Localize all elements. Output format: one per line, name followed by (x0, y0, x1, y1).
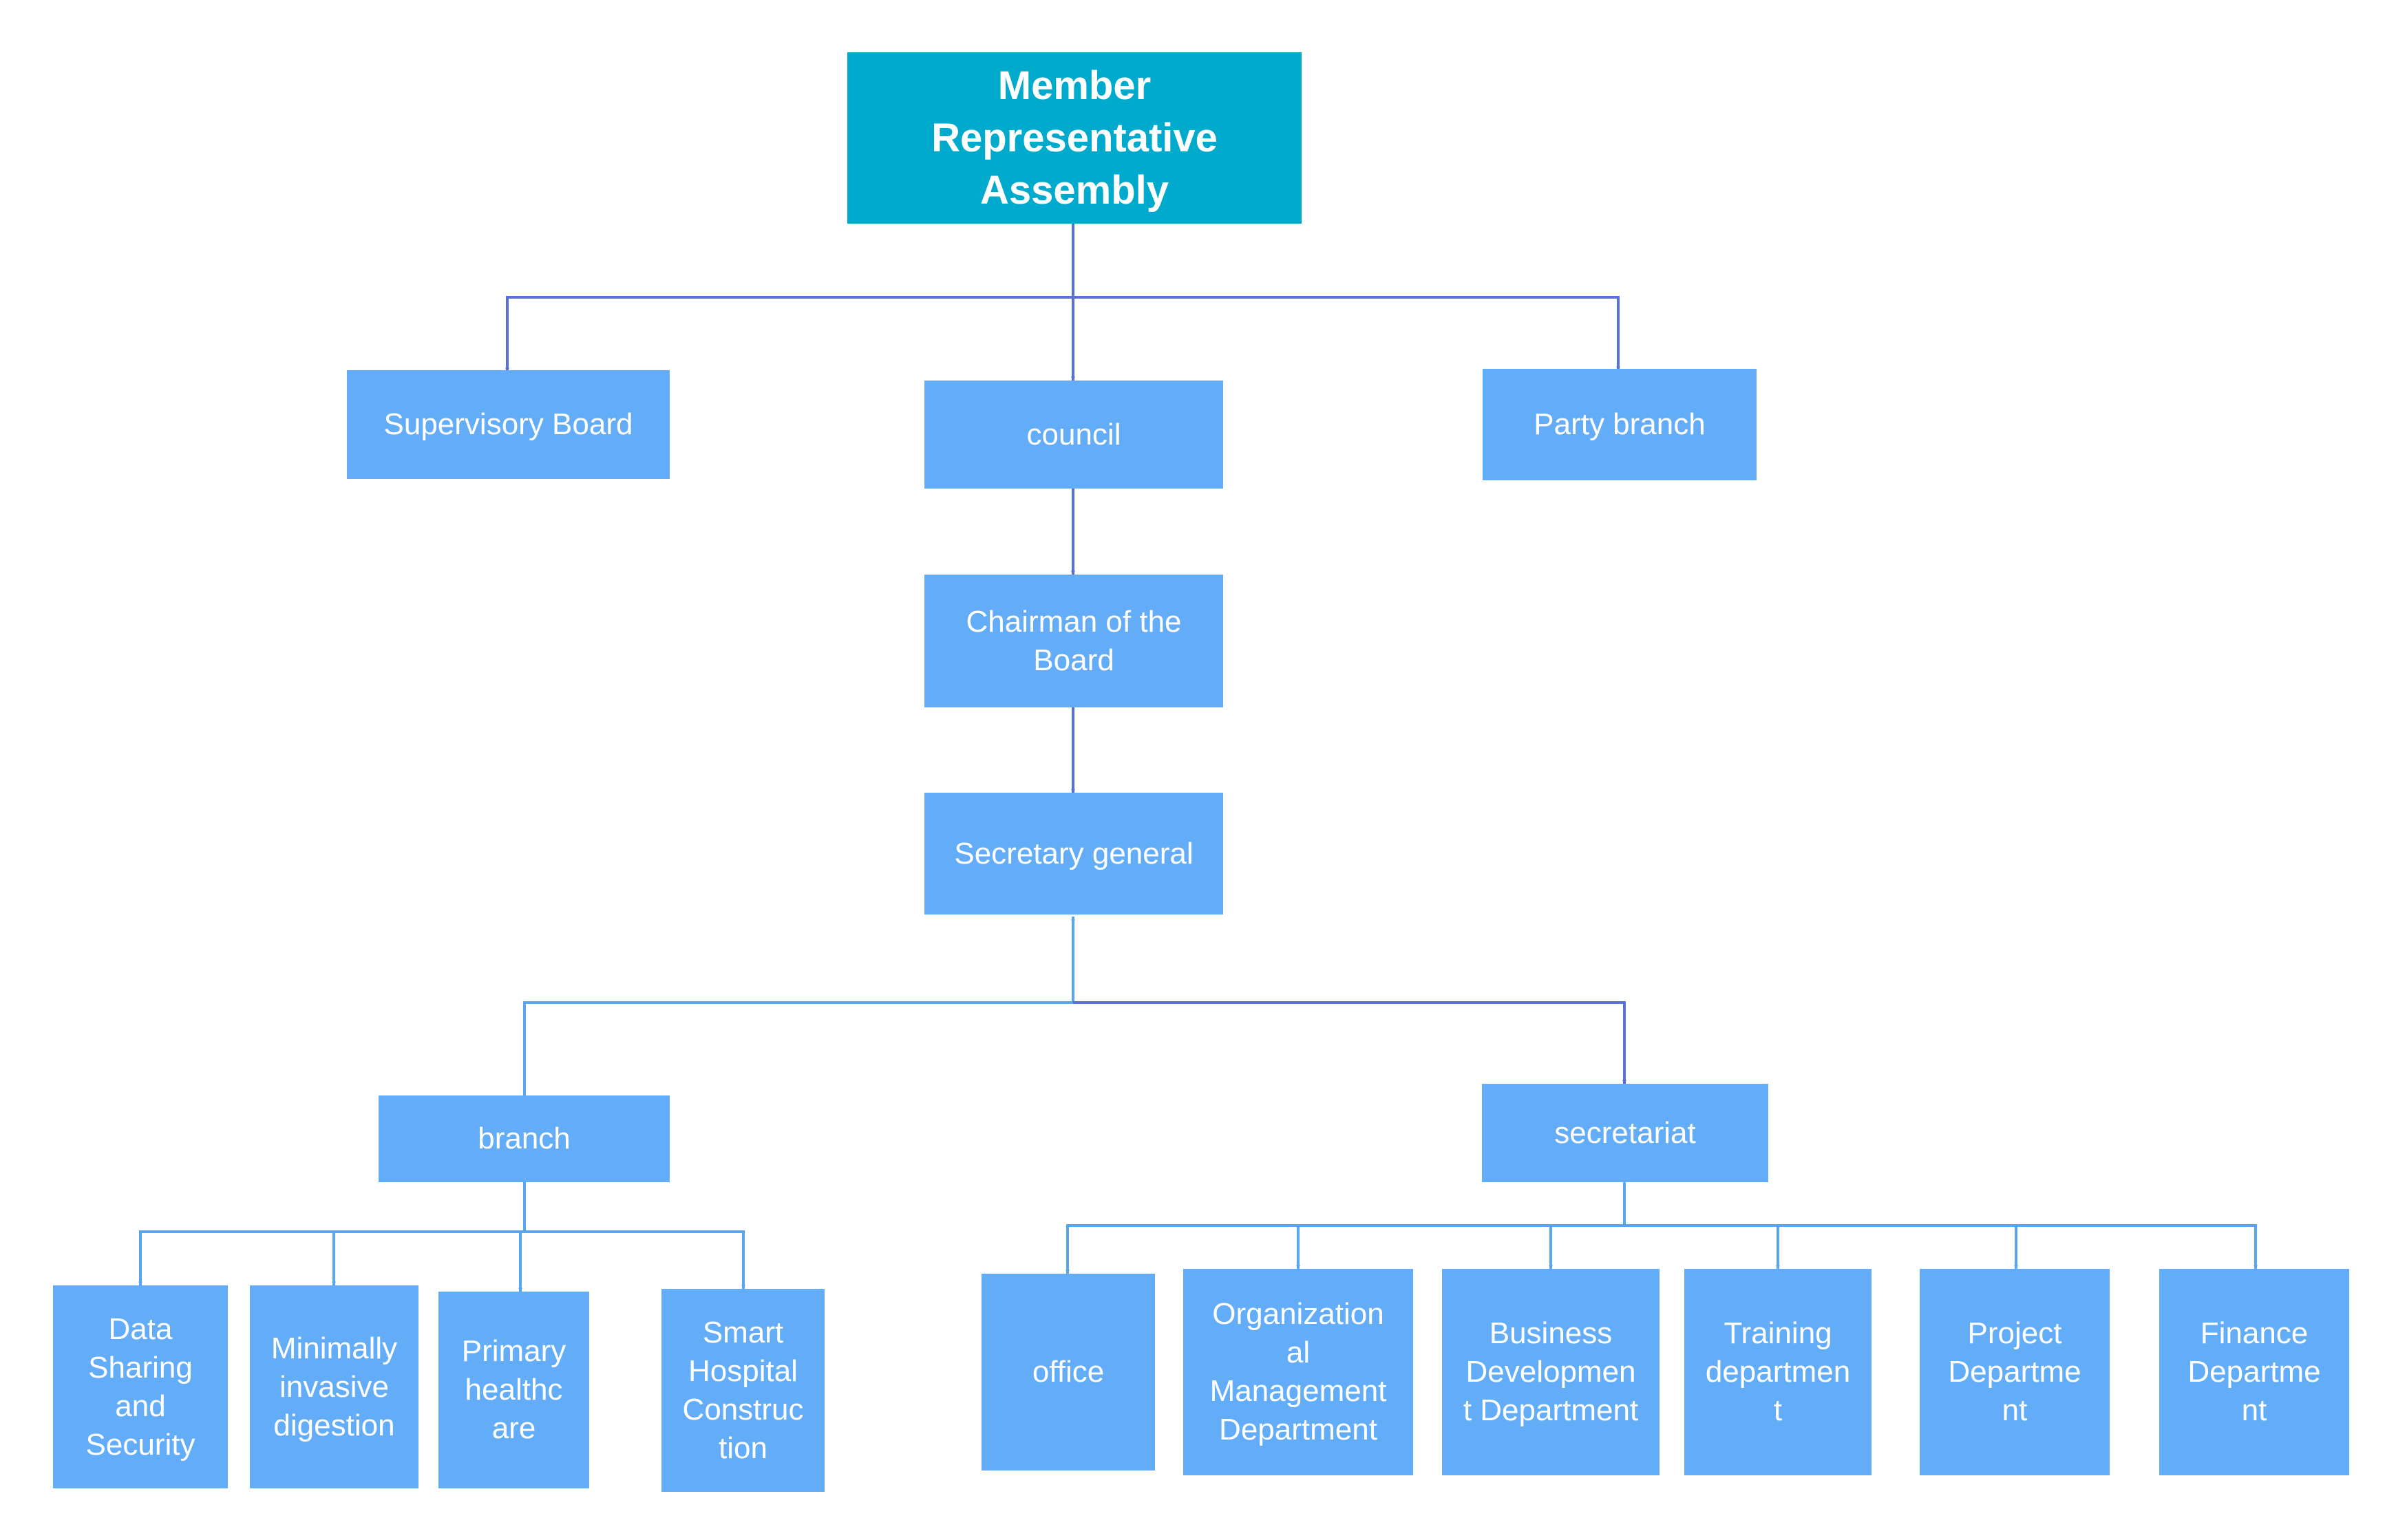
connector-secretariat-finance (2016, 1224, 2258, 1270)
secretariat-node[interactable]: secretariat (1482, 1084, 1768, 1182)
branch-node[interactable]: branch (379, 1095, 670, 1182)
connector-secretariat-project (1778, 1224, 2018, 1270)
connector-root-supervisory (505, 224, 1074, 372)
party-branch-node[interactable]: Party branch (1483, 369, 1757, 480)
supervisory-board-node[interactable]: Supervisory Board (347, 370, 670, 479)
connector-secretary-secretariat (1073, 1001, 1626, 1084)
office-node[interactable]: office (982, 1274, 1155, 1471)
connector-secretariat-training (1624, 1224, 1780, 1270)
connector-secretariat-org (1296, 1224, 1624, 1270)
connector-branch-primary (518, 1230, 524, 1292)
connector-secretariat-business (1549, 1224, 1624, 1270)
connector-branch-smart (524, 1230, 745, 1290)
connector-root-party (1073, 296, 1620, 371)
connector-branch-secretary (523, 916, 1075, 1095)
connector-branch-minimally (332, 1230, 524, 1286)
secretary-general-node[interactable]: Secretary general (924, 793, 1223, 915)
council-node[interactable]: council (924, 381, 1223, 489)
connector-secretariat-office (1066, 1182, 1626, 1274)
